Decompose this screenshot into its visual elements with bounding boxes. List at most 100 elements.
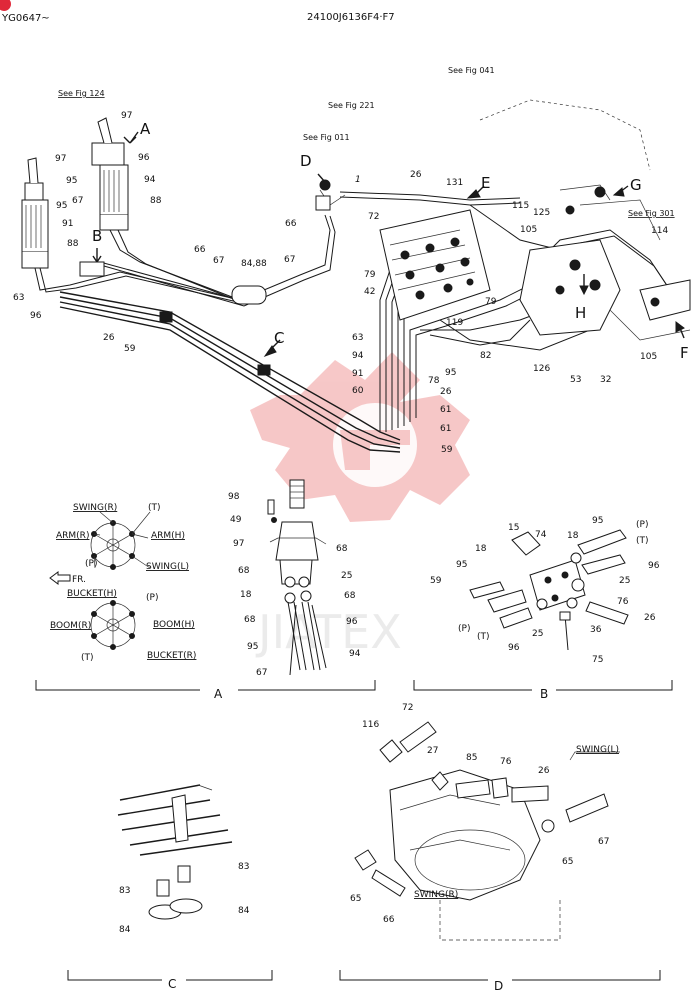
section-label-b: B	[540, 687, 548, 701]
main-assembly	[21, 99, 691, 453]
callout: 26	[103, 333, 115, 343]
callout: 88	[67, 239, 79, 249]
callout: 91	[62, 219, 73, 229]
callout: 115	[512, 201, 529, 211]
pilot-valve-right	[91, 117, 129, 231]
label-p-2: (P)	[146, 593, 158, 603]
view-letter-f: F	[680, 344, 689, 362]
callout: 67	[72, 196, 83, 206]
callout: 96	[138, 153, 150, 163]
callout: 83	[119, 886, 130, 896]
callout: 65	[350, 894, 361, 904]
front-arrow-icon	[49, 571, 71, 585]
pipe-bundle-clamp	[117, 784, 233, 920]
section-label-c: C	[168, 977, 176, 991]
callout: 63	[13, 293, 24, 303]
callout: 59	[441, 445, 453, 455]
callout: 32	[600, 375, 611, 385]
callout: 91	[352, 369, 363, 379]
label-t-2: (T)	[81, 653, 94, 663]
swing-motor-area	[479, 99, 691, 341]
label-arm-h: ARM(H)	[151, 531, 185, 541]
callout: 125	[533, 208, 550, 218]
label-swing-l-d: SWING(L)	[576, 745, 619, 755]
section-label-d: D	[494, 979, 503, 993]
callout: 75	[592, 655, 603, 665]
callout: (P)	[458, 624, 470, 634]
callout: 65	[562, 857, 573, 867]
fitting-d	[319, 179, 331, 191]
view-letter-g: G	[630, 176, 642, 194]
callout: 67	[256, 668, 267, 678]
swing-motor-detail	[354, 721, 620, 941]
callout: 72	[368, 212, 379, 222]
port-pattern-2	[90, 600, 136, 650]
callout: 63	[352, 333, 363, 343]
see-fig-221: See Fig 221	[328, 101, 375, 110]
callout: 49	[230, 515, 242, 525]
label-swing-l: SWING(L)	[146, 562, 189, 572]
clamp-c1	[159, 311, 173, 323]
callout: 79	[364, 270, 376, 280]
callout: 67	[284, 255, 295, 265]
label-swing-r: SWING(R)	[73, 503, 117, 513]
callout: 26	[440, 387, 452, 397]
callout: 68	[344, 591, 356, 601]
callout: 72	[402, 703, 413, 713]
label-swing-r-d: SWING(R)	[414, 890, 458, 900]
callout: 61	[440, 405, 451, 415]
callout: 94	[352, 351, 364, 361]
line-filter	[231, 285, 267, 305]
callout: 94	[144, 175, 156, 185]
callout: 85	[466, 753, 477, 763]
pilot-valve-left	[21, 157, 49, 269]
callout: 27	[427, 746, 438, 756]
pilot-valve-detail	[267, 479, 327, 676]
callout: (T)	[477, 632, 490, 642]
callout: 59	[430, 576, 442, 586]
callout: 18	[240, 590, 252, 600]
main-callouts: 97 96 94 88 95 67 97 95 91 88 63 96 26 5…	[13, 111, 668, 455]
view-c: 83 83 84 84 C	[67, 784, 273, 991]
watermark-text: JIATEX	[255, 605, 402, 659]
label-bucket-h: BUCKET(H)	[67, 589, 117, 599]
callout: 95	[445, 368, 456, 378]
callout: 67	[598, 837, 609, 847]
see-fig-301: See Fig 301	[628, 209, 675, 218]
callout: 98	[228, 492, 240, 502]
control-valve-block	[379, 209, 491, 321]
callout: 114	[651, 226, 668, 236]
callout: 95	[56, 201, 67, 211]
see-fig-041: See Fig 041	[448, 66, 495, 75]
view-a: SWING(R) (T) ARM(R) ARM(H) (P) SWING(L) …	[35, 479, 376, 701]
callout: 26	[410, 170, 422, 180]
callout: 66	[194, 245, 206, 255]
callout: 95	[456, 560, 467, 570]
callout: 97	[55, 154, 66, 164]
callout: 25	[532, 629, 543, 639]
drawing-code: 24100J6136F4·F7	[307, 12, 395, 23]
label-boom-h: BOOM(H)	[153, 620, 195, 630]
callout: 84,88	[241, 259, 267, 269]
callout: 36	[590, 625, 602, 635]
label-boom-r: BOOM(R)	[50, 621, 91, 631]
valve-b-detail	[469, 529, 629, 651]
callout: 84	[119, 925, 131, 935]
callout: 131	[446, 178, 463, 188]
view-d: 116 72 27 85 76 26 SWING(L) 67 65 65 SWI…	[339, 703, 661, 993]
callout: 53	[570, 375, 581, 385]
view-arrows	[92, 131, 685, 358]
see-fig-124: See Fig 124	[58, 89, 105, 98]
callout: 105	[520, 225, 537, 235]
callout: 67	[213, 256, 224, 266]
callout: 78	[428, 376, 440, 386]
view-letter-e: E	[481, 174, 490, 192]
callout: 116	[362, 720, 379, 730]
callout: 82	[480, 351, 491, 361]
callout: 83	[238, 862, 249, 872]
callout: (T)	[636, 536, 649, 546]
callout: 68	[244, 615, 256, 625]
watermark-logo: JIATEX	[250, 352, 470, 659]
callout: 25	[341, 571, 352, 581]
